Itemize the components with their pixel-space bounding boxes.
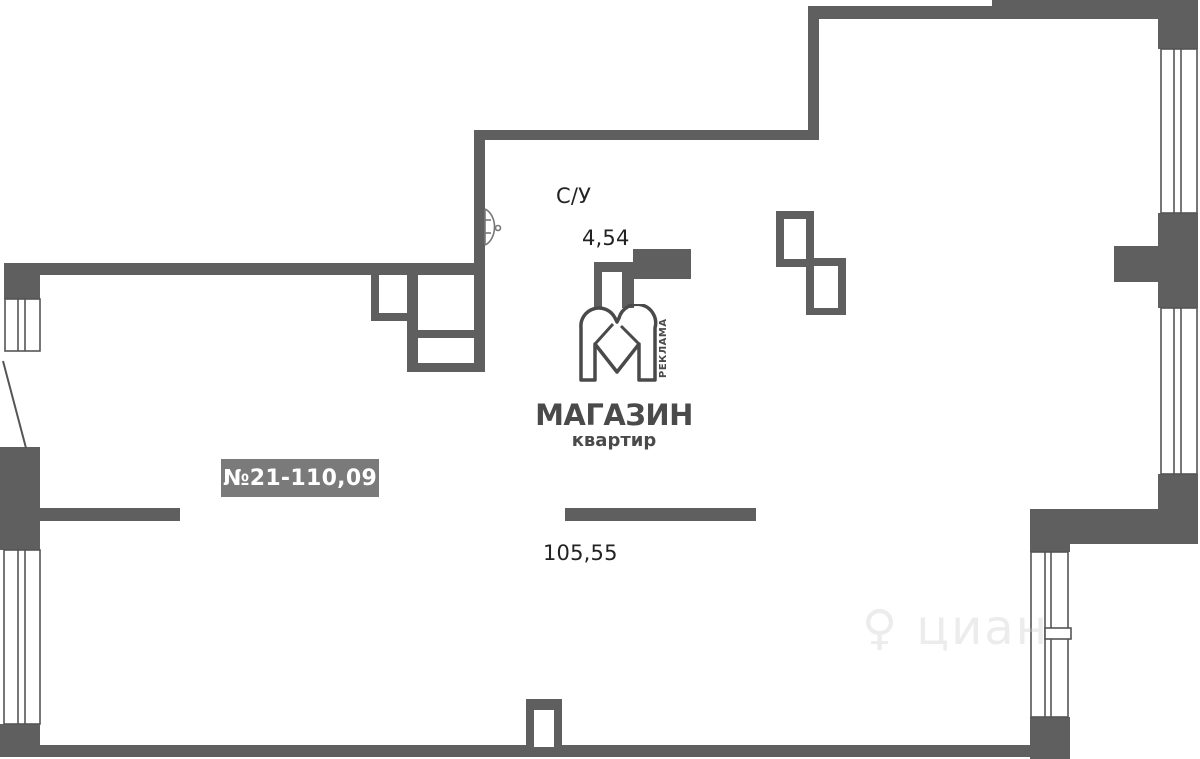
wall-step — [808, 6, 819, 140]
window-left-upper — [4, 298, 41, 352]
watermark-text: циан — [916, 600, 1050, 656]
wall-corner-top-right — [1158, 0, 1198, 49]
wall-pier-right — [1158, 213, 1198, 308]
partition-left — [40, 508, 180, 521]
window-left-lower — [3, 549, 41, 725]
room-area-main: 105,55 — [543, 541, 618, 565]
logo-vertical-text: РЕКЛАМА — [658, 318, 669, 378]
room-area-bathroom: 4,54 — [582, 226, 630, 250]
door-swing-left — [2, 360, 27, 449]
m-heart-logo-icon — [579, 304, 658, 382]
cian-figure-icon: ♀ — [862, 600, 900, 656]
wall-pier-right-stub — [1114, 246, 1164, 282]
wall-upper — [474, 130, 815, 140]
partition-center — [565, 508, 756, 521]
logo-subtitle: квартир — [571, 430, 657, 451]
window-right-upper — [1160, 48, 1198, 214]
unit-number-badge: №21-110,09 — [221, 459, 379, 497]
wall-top-thick — [992, 0, 1198, 19]
wall-top-left — [4, 263, 485, 275]
sink-icon — [484, 208, 502, 246]
room-name-bathroom: С/У — [556, 184, 592, 208]
watermark: ♀ циан — [862, 600, 1049, 656]
window-right-middle — [1160, 307, 1198, 475]
logo-title: МАГАЗИН — [535, 398, 693, 432]
wall-bottom — [0, 745, 1070, 757]
wall-bathroom-left — [474, 130, 485, 372]
wall-step-lower-block — [1030, 509, 1070, 552]
wall-left-mid — [0, 447, 40, 550]
column-bottom-hollow — [534, 710, 554, 747]
wall-corner-top-left — [4, 263, 40, 299]
shafts — [371, 211, 846, 372]
wall-corner-bottom-left — [0, 724, 40, 757]
windows — [2, 48, 1198, 725]
